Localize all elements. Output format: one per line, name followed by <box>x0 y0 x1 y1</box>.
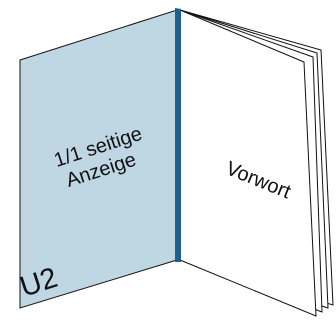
booklet-spine <box>175 8 181 262</box>
